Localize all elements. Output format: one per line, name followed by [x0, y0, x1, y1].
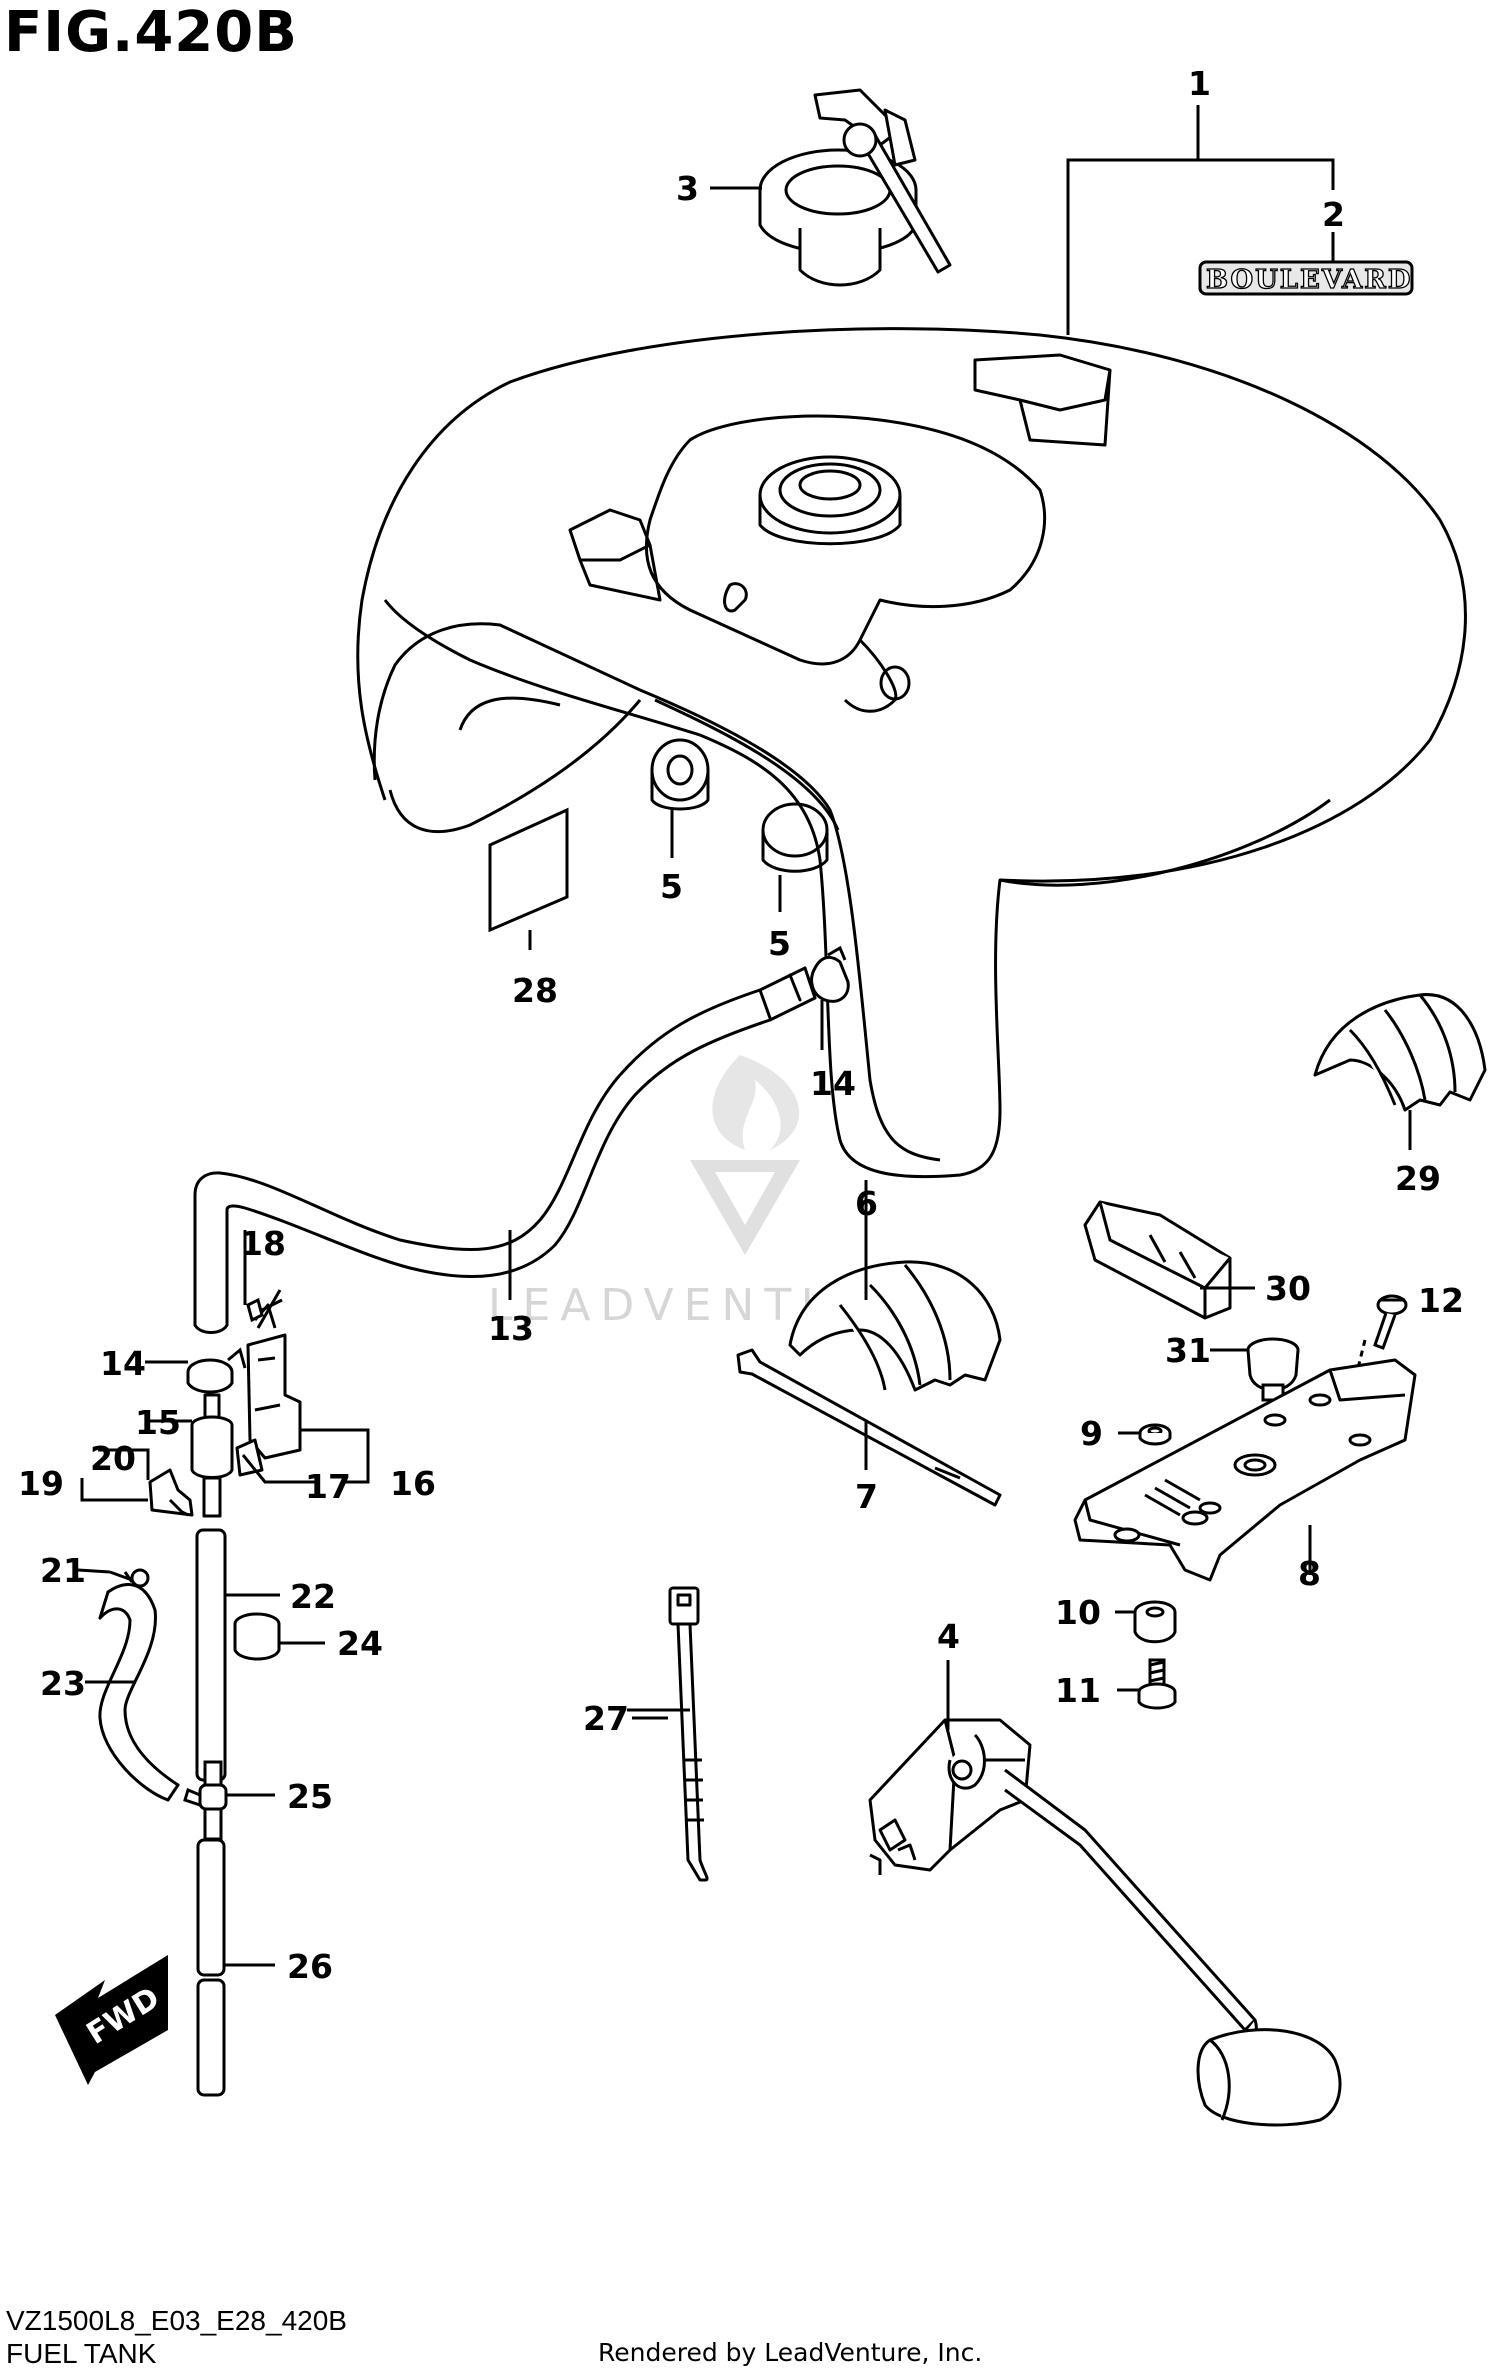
bolt-11: [1137, 1658, 1177, 1710]
callout-10: 10: [1055, 1593, 1101, 1632]
cable-tie-27: [668, 1586, 709, 1882]
callout-30: 30: [1265, 1269, 1311, 1308]
hose-collar: [233, 1612, 281, 1661]
fuel-cap: [758, 88, 952, 287]
callout-6: 6: [855, 1184, 878, 1223]
tank-cushion-front: [788, 1260, 1002, 1392]
callout-1: 1: [1188, 64, 1211, 103]
model-code: VZ1500L8_E03_E28_420B: [6, 2305, 347, 2336]
callout-4: 4: [937, 1617, 960, 1656]
drain-hose: [195, 1528, 227, 1782]
leader-lines: [77, 105, 1412, 1967]
callout-14a: 14: [810, 1064, 856, 1103]
hose-clamp-lower: [186, 1347, 247, 1394]
callout-25: 25: [287, 1777, 333, 1816]
screw-18: [246, 1297, 283, 1323]
callout-12: 12: [1418, 1281, 1464, 1320]
figure-title: FIG.420B: [4, 0, 298, 65]
emblem-text: BOULEVARD: [1206, 265, 1412, 295]
callout-31: 31: [1165, 1331, 1211, 1370]
watermark-flame-icon: [712, 1055, 800, 1150]
mounting-bracket-8: [1073, 1358, 1417, 1582]
fuel-level-gauge: [868, 1718, 1342, 2127]
three-way-joint: [183, 1760, 228, 1841]
callout-2: 2: [1322, 195, 1345, 234]
callout-19: 19: [18, 1464, 64, 1503]
callout-14b: 14: [100, 1344, 146, 1383]
callout-21: 21: [40, 1551, 86, 1590]
caution-label: [488, 807, 569, 933]
hose-26: [196, 1838, 226, 2097]
callout-29: 29: [1395, 1159, 1441, 1198]
render-credit: Rendered by LeadVenture, Inc.: [598, 2338, 983, 2367]
fuel-tank: [356, 327, 1467, 1179]
callout-28: 28: [512, 971, 558, 1010]
rubber-cushion-31: [1246, 1337, 1300, 1402]
callout-22: 22: [290, 1577, 336, 1616]
rubber-block-30: [1083, 1200, 1232, 1320]
callout-5a: 5: [660, 867, 683, 906]
callout-17: 17: [305, 1467, 351, 1506]
callout-13: 13: [488, 1309, 534, 1348]
callout-labels: 1 2 3 4 5 5 6 7 8 9 10 11 12 13 14 14 15…: [18, 64, 1464, 1986]
breather-hose: [193, 966, 817, 1334]
callout-20: 20: [90, 1439, 136, 1478]
callout-26: 26: [287, 1947, 333, 1986]
callout-8: 8: [1298, 1554, 1321, 1593]
callout-3: 3: [676, 169, 699, 208]
callout-16: 16: [390, 1464, 436, 1503]
forward-direction-arrow: FWD: [55, 1955, 168, 2085]
hose-clamp-upper: [810, 945, 850, 1003]
callout-23: 23: [40, 1664, 86, 1703]
watermark-v-icon: [690, 1160, 800, 1255]
washer-9: [1138, 1423, 1172, 1446]
callout-18: 18: [240, 1224, 286, 1263]
callout-11: 11: [1055, 1671, 1101, 1710]
boulevard-emblem: BOULEVARD: [1198, 260, 1414, 296]
tank-cushion-rear: [1313, 993, 1487, 1112]
vent-hose: [98, 1583, 180, 1802]
fuel-valve-assembly: [109, 1289, 302, 1588]
callout-15: 15: [135, 1403, 181, 1442]
callout-7: 7: [855, 1477, 878, 1516]
callout-5b: 5: [768, 924, 791, 963]
watermark: LEADVENTURE: [488, 1055, 912, 1331]
cable-tie-7: [736, 1348, 1002, 1507]
cushion-10: [1133, 1600, 1177, 1644]
section-name: FUEL TANK: [6, 2338, 157, 2369]
callout-24: 24: [337, 1624, 383, 1663]
callout-27: 27: [583, 1699, 629, 1738]
callout-9: 9: [1080, 1414, 1103, 1453]
